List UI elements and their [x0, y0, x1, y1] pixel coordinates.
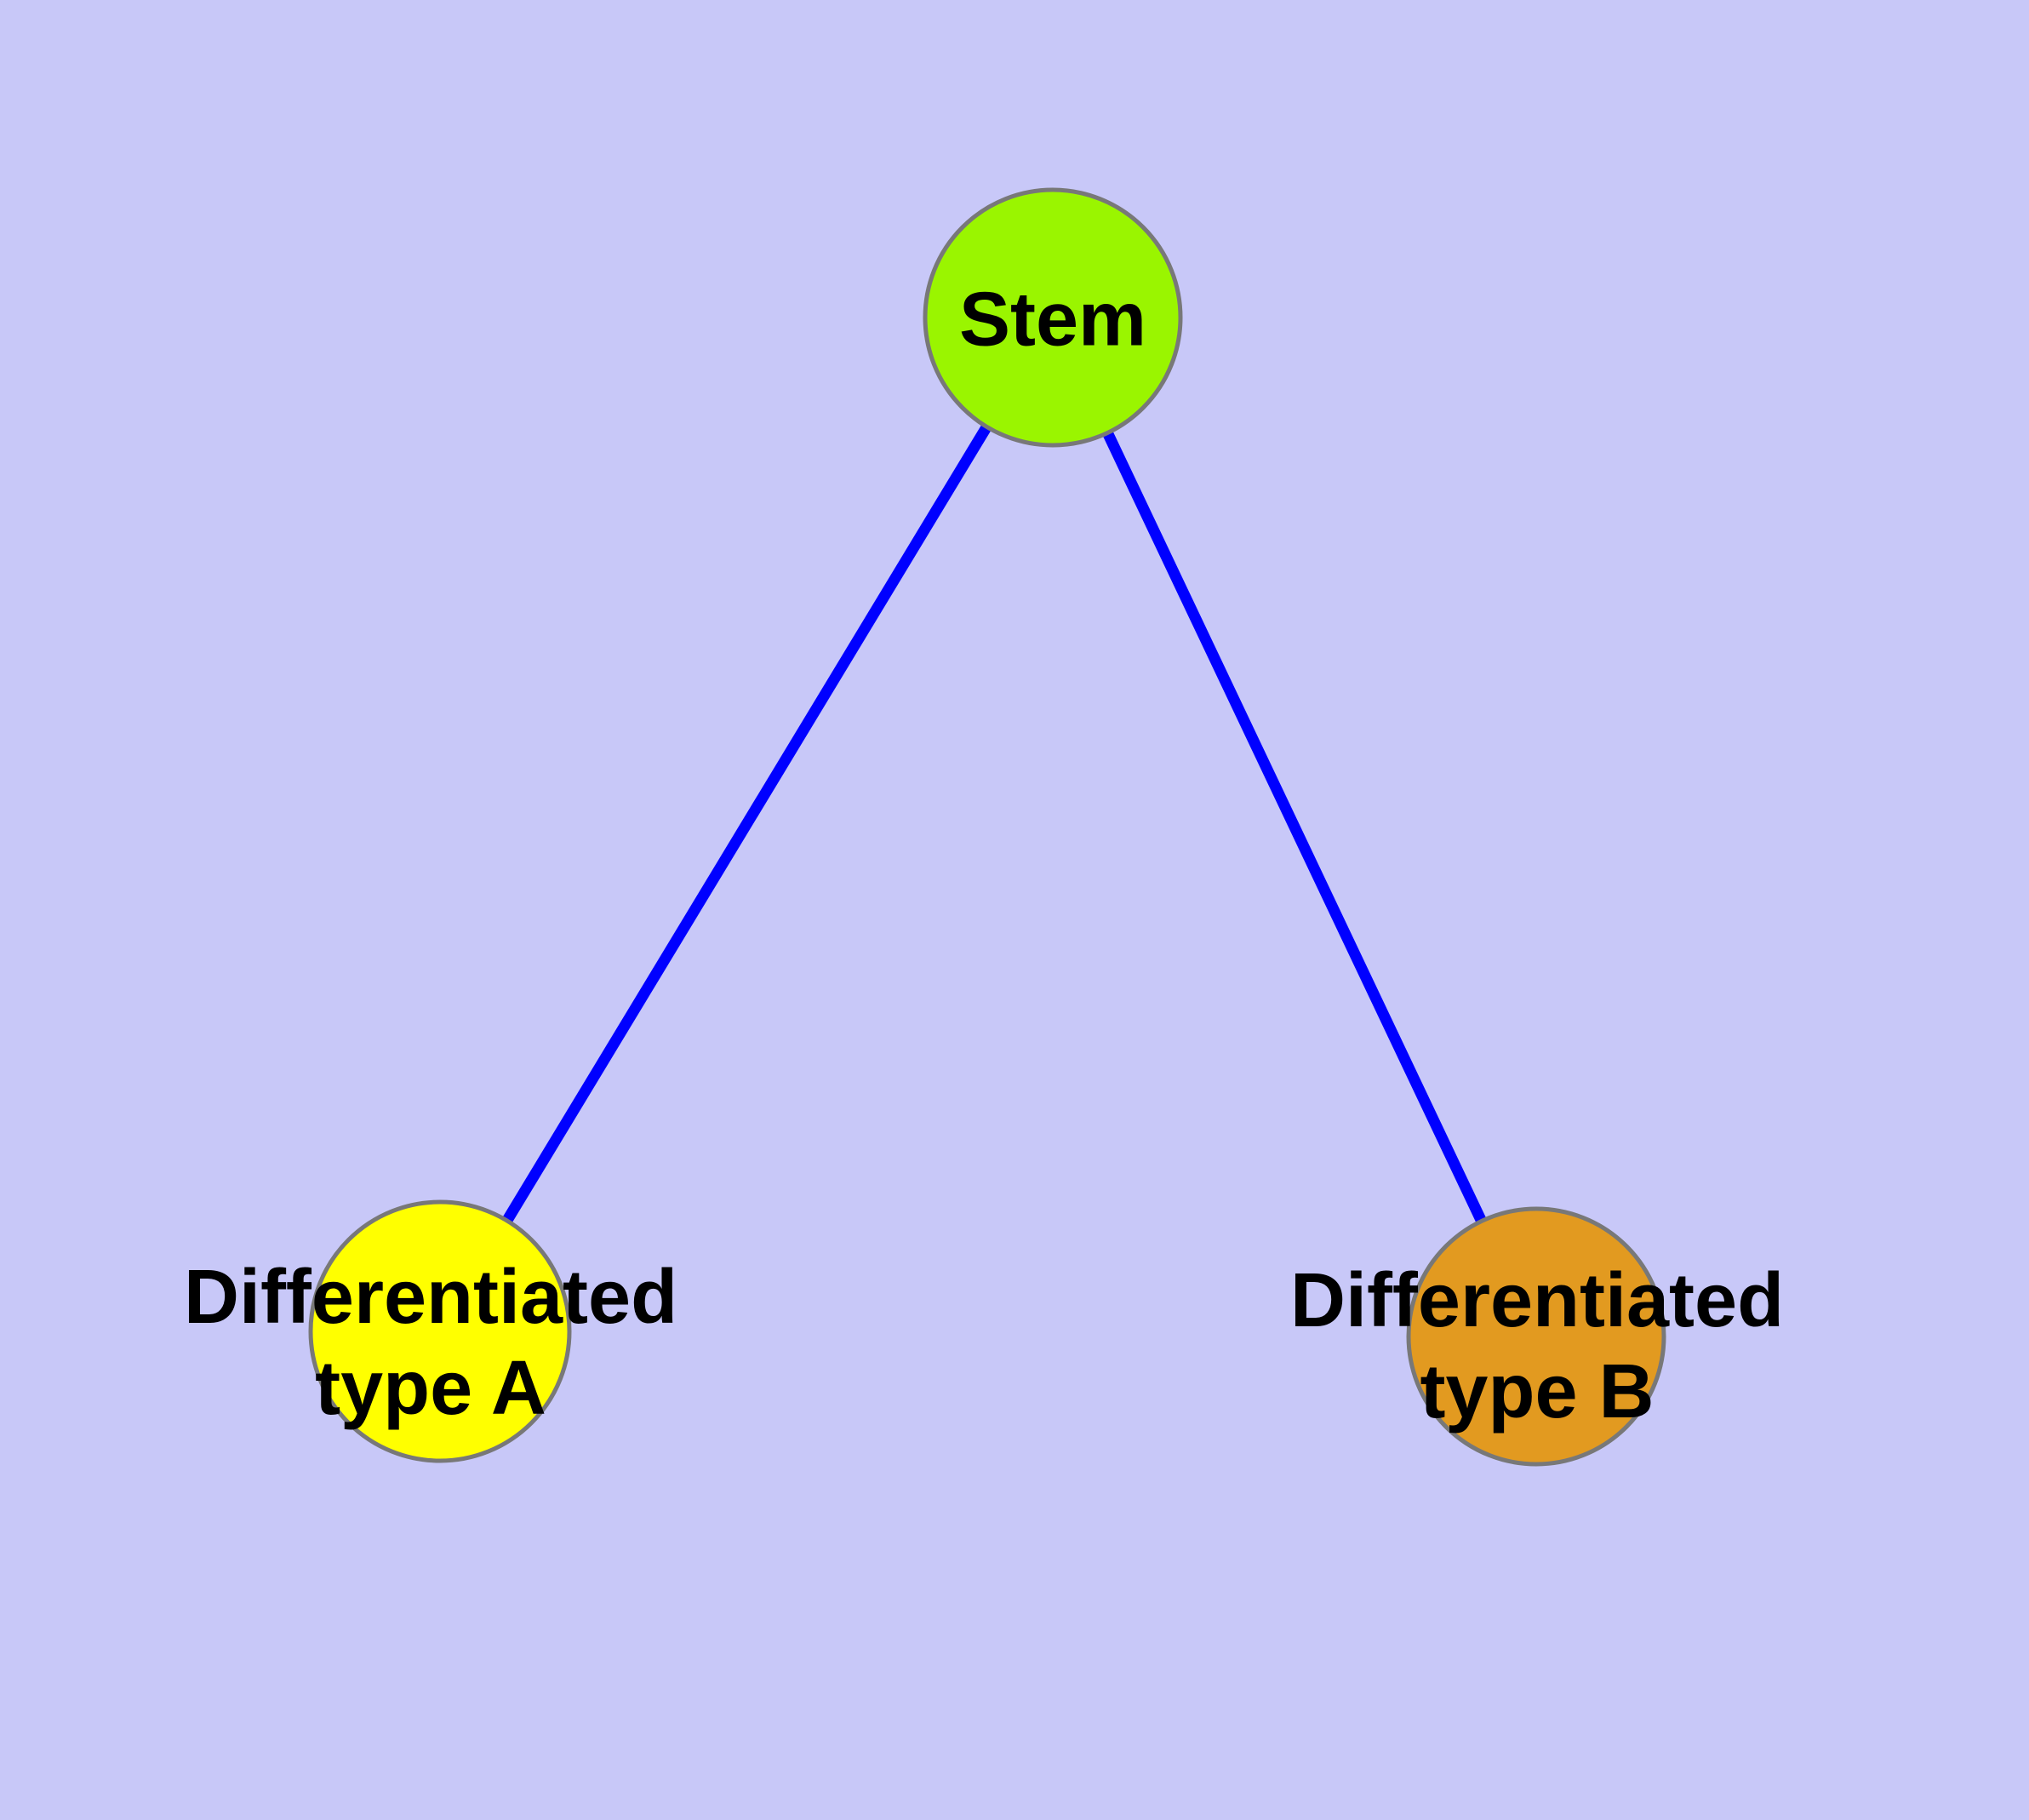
node-stem-circle	[923, 187, 1183, 448]
edge-stem-to-type-b	[1048, 315, 1541, 1339]
node-differentiated-type-a-circle	[308, 1199, 572, 1463]
node-differentiated-type-b-label: Differentiated type B	[1290, 1256, 1784, 1438]
node-differentiated-type-a-label-line2: type A	[315, 1346, 546, 1431]
node-stem-label: Stem	[959, 275, 1146, 366]
node-differentiated-type-a-label-line1: Differentiated	[183, 1255, 678, 1340]
node-differentiated-type-a-label: Differentiated type A	[184, 1252, 677, 1434]
node-differentiated-type-b-label-line1: Differentiated	[1289, 1258, 1785, 1343]
node-differentiated-type-b-circle	[1406, 1206, 1666, 1467]
node-differentiated-type-b-label-line2: type B	[1420, 1349, 1655, 1434]
edge-stem-to-type-a	[435, 314, 1058, 1335]
node-stem-label-text: Stem	[958, 277, 1147, 363]
